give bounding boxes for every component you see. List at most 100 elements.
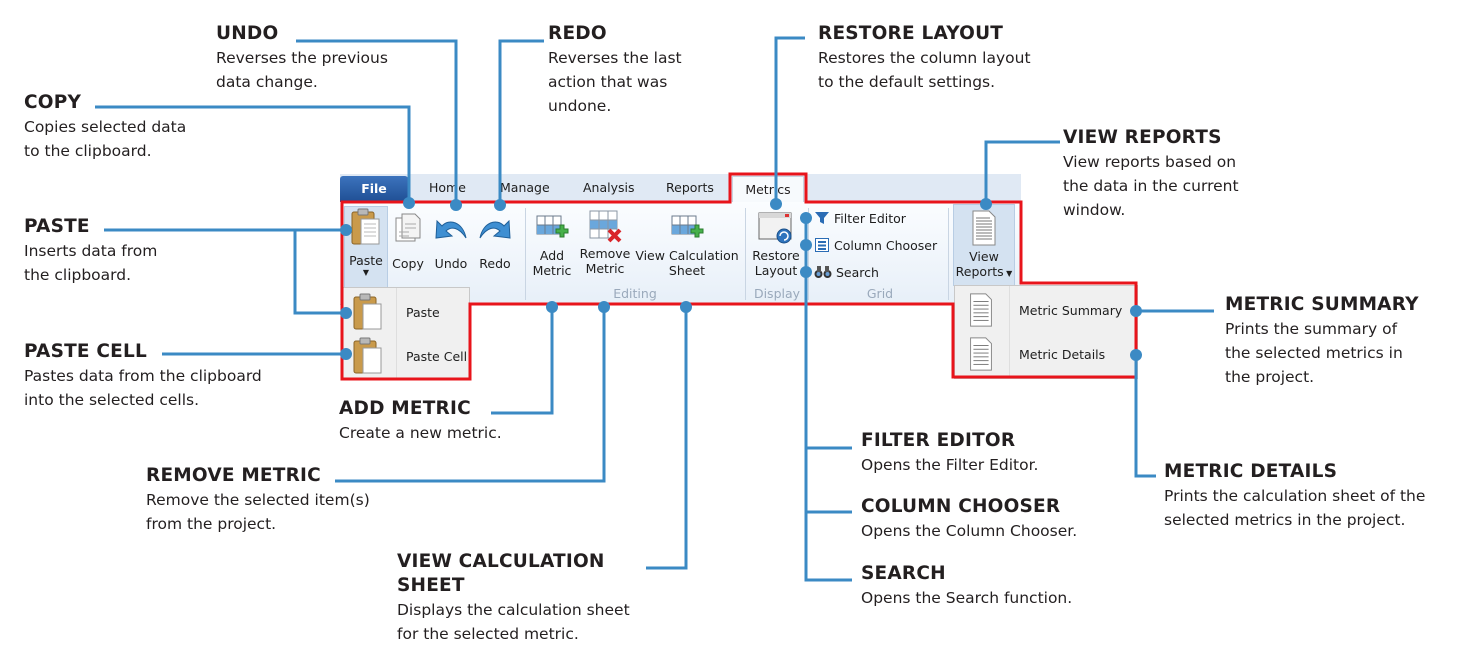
group-separator — [948, 208, 949, 300]
clipboard-icon — [353, 293, 382, 330]
annotation-desc: Reverses the last action that was undone… — [548, 49, 682, 115]
annotation-view-calculation-sheet: VIEW CALCULATION SHEET Displays the calc… — [397, 550, 630, 646]
view-calculation-label: View Calculation — [635, 248, 739, 263]
search-button[interactable]: Search — [814, 264, 879, 280]
annotation-filter-editor: FILTER EDITOR Opens the Filter Editor. — [861, 429, 1038, 477]
tab-file[interactable]: File — [340, 176, 408, 202]
connector-view-calc — [646, 307, 688, 570]
annotation-desc: Restores the column layout to the defaul… — [818, 49, 1031, 91]
restore-layout-label-2: Layout — [754, 263, 798, 278]
view-reports-label: View — [969, 249, 999, 264]
annotation-redo: REDO Reverses the last action that was u… — [548, 22, 682, 118]
annotation-title: COLUMN CHOOSER — [861, 496, 1061, 517]
chevron-down-icon[interactable]: ▼ — [362, 268, 370, 277]
remove-metric-label: Remove — [579, 246, 631, 261]
undo-icon — [435, 219, 467, 239]
group-label-grid: Grid — [866, 286, 894, 301]
paste-dropdown-menu: Paste Paste Cell — [341, 287, 470, 379]
search-label: Search — [836, 264, 879, 280]
remove-grid-icon — [589, 210, 622, 243]
redo-label: Redo — [479, 256, 511, 271]
annotation-desc: Remove the selected item(s) from the pro… — [146, 491, 370, 533]
filter-icon — [815, 212, 829, 224]
annotation-title: FILTER EDITOR — [861, 430, 1016, 451]
copy-label: Copy — [392, 256, 424, 271]
annotation-remove-metric: REMOVE METRIC Remove the selected item(s… — [146, 464, 370, 536]
restore-layout-button[interactable]: Restore Layout — [748, 210, 804, 278]
view-reports-button[interactable]: View Reports ▼ — [953, 204, 1015, 286]
undo-label: Undo — [434, 256, 468, 271]
column-chooser-label: Column Chooser — [834, 237, 938, 253]
group-separator — [808, 208, 809, 300]
annotation-desc: Opens the Filter Editor. — [861, 456, 1039, 474]
tab-reports[interactable]: Reports — [666, 180, 714, 195]
redo-icon — [479, 219, 511, 239]
annotation-desc: Inserts data from the clipboard. — [24, 242, 158, 284]
group-separator — [745, 208, 746, 300]
annotation-metric-details: METRIC DETAILS Prints the calculation sh… — [1164, 460, 1425, 532]
group-label-editing: Editing — [613, 286, 657, 301]
undo-button[interactable]: Undo — [432, 212, 470, 271]
filter-editor-label: Filter Editor — [834, 210, 906, 226]
remove-metric-label-2: Metric — [585, 261, 625, 276]
group-label-display: Display — [753, 286, 801, 301]
annotation-desc: Copies selected data to the clipboard. — [24, 118, 187, 160]
annotation-search: SEARCH Opens the Search function. — [861, 562, 1072, 610]
paste-button[interactable]: Paste ▼ — [344, 206, 388, 288]
column-chooser-button[interactable]: Column Chooser — [814, 237, 937, 253]
menu-item-paste[interactable]: Paste — [342, 292, 469, 332]
add-metric-label: Add — [539, 248, 565, 263]
add-grid-icon — [536, 215, 569, 238]
view-reports-label-2-row: Reports ▼ — [954, 264, 1014, 281]
restore-layout-label: Restore — [752, 248, 800, 263]
report-document-icon — [970, 337, 992, 371]
annotation-title: METRIC DETAILS — [1164, 461, 1338, 482]
annotation-title: ADD METRIC — [339, 398, 471, 419]
annotation-desc: Reverses the previous data change. — [216, 49, 388, 91]
remove-metric-button[interactable]: Remove Metric — [578, 208, 632, 276]
menu-item-metric-details[interactable]: Metric Details — [955, 334, 1137, 374]
tab-home[interactable]: Home — [429, 180, 466, 195]
annotation-view-reports: VIEW REPORTS View reports based on the d… — [1063, 126, 1239, 222]
annotation-column-chooser: COLUMN CHOOSER Opens the Column Chooser. — [861, 495, 1077, 543]
annotation-desc: Displays the calculation sheet for the s… — [397, 601, 630, 643]
tab-metrics[interactable]: Metrics — [732, 176, 804, 204]
copy-button[interactable]: Copy — [390, 212, 426, 271]
reports-dropdown-menu: Metric Summary Metric Details — [954, 285, 1138, 379]
annotation-title: REDO — [548, 23, 607, 44]
column-chooser-icon — [815, 238, 829, 252]
view-calculation-label-2: Sheet — [668, 263, 706, 278]
annotation-restore-layout: RESTORE LAYOUT Restores the column layou… — [818, 22, 1031, 94]
menu-item-paste-cell-label: Paste Cell — [406, 348, 468, 364]
annotation-desc: Create a new metric. — [339, 424, 502, 442]
annotation-title: VIEW CALCULATION SHEET — [397, 551, 605, 596]
annotation-title: REMOVE METRIC — [146, 465, 321, 486]
restore-layout-icon — [758, 212, 792, 244]
menu-item-metric-summary[interactable]: Metric Summary — [955, 290, 1137, 330]
binoculars-icon — [814, 266, 832, 278]
annotation-title: UNDO — [216, 23, 279, 44]
annotation-desc: Pastes data from the clipboard into the … — [24, 367, 262, 409]
annotation-metric-summary: METRIC SUMMARY Prints the summary of the… — [1225, 293, 1419, 389]
connector-paste-branch — [293, 230, 346, 315]
annotation-title: PASTE — [24, 216, 90, 237]
annotation-paste: PASTE Inserts data from the clipboard. — [24, 215, 157, 287]
clipboard-icon — [353, 337, 382, 374]
annotation-title: PASTE CELL — [24, 341, 147, 362]
annotation-desc: Opens the Column Chooser. — [861, 522, 1078, 540]
add-metric-button[interactable]: Add Metric — [530, 212, 574, 278]
group-separator — [525, 208, 526, 300]
filter-editor-button[interactable]: Filter Editor — [814, 210, 906, 226]
annotation-undo: UNDO Reverses the previous data change. — [216, 22, 388, 94]
menu-item-metric-summary-label: Metric Summary — [1019, 302, 1123, 318]
menu-item-paste-cell[interactable]: Paste Cell — [342, 336, 469, 376]
tab-analysis[interactable]: Analysis — [583, 180, 635, 195]
chevron-down-icon[interactable]: ▼ — [1003, 269, 1013, 278]
report-document-icon — [972, 210, 996, 246]
view-reports-label-2: Reports — [955, 264, 1004, 279]
annotation-desc: Opens the Search function. — [861, 589, 1073, 607]
annotation-add-metric: ADD METRIC Create a new metric. — [339, 397, 502, 445]
view-calculation-sheet-button[interactable]: View Calculation Sheet — [634, 212, 740, 278]
redo-button[interactable]: Redo — [476, 212, 514, 271]
tab-manage[interactable]: Manage — [500, 180, 550, 195]
